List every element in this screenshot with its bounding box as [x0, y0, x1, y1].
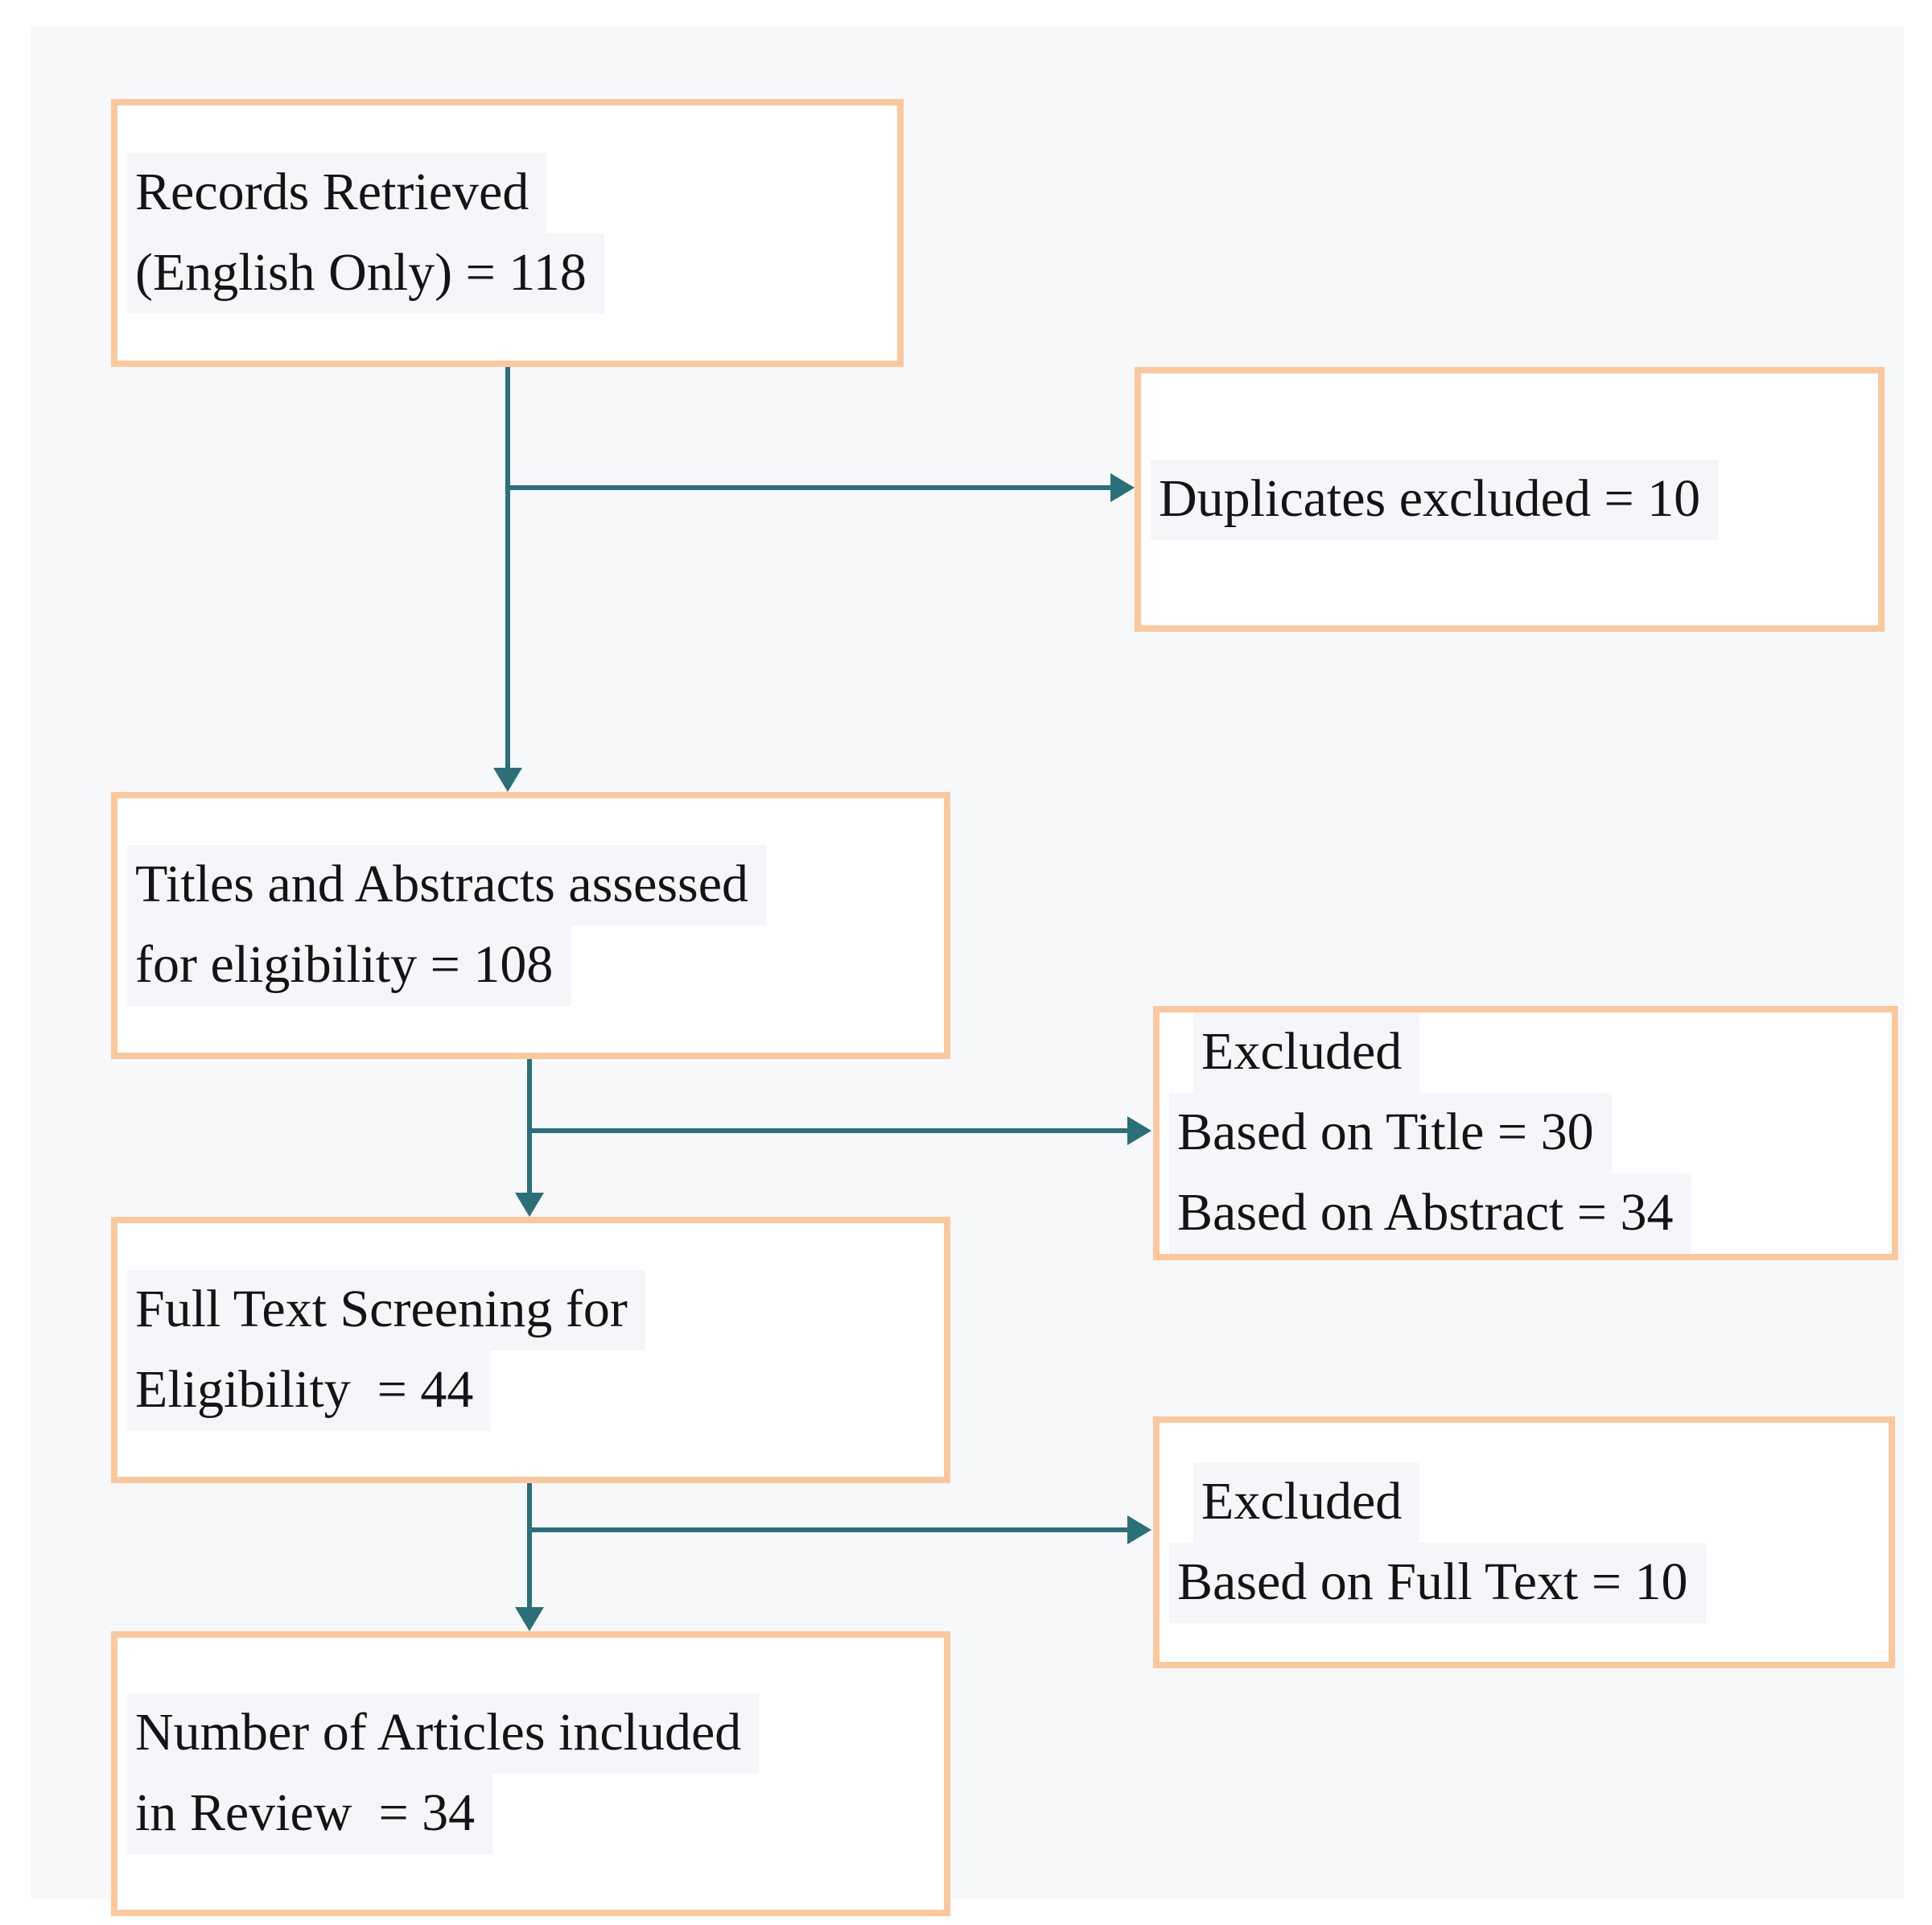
connector-branch-to-excluded-full-text-line: [529, 1527, 1129, 1532]
box-text-line: in Review = 34: [127, 1774, 493, 1854]
excluded-ta-line-3: Based on Abstract = 34: [1169, 1173, 1691, 1254]
arrowhead-down-to-included-icon: [515, 1607, 544, 1631]
box-text-line: Eligibility = 44: [127, 1350, 492, 1431]
connector-branch-to-duplicates-line: [508, 485, 1112, 490]
excluded-ta-line-1: Excluded: [1193, 1012, 1420, 1093]
box-text-line: Based on Title = 30: [1169, 1093, 1612, 1173]
records-line-2: (English Only) = 118: [127, 233, 604, 314]
diagram-canvas: Records Retrieved (English Only) = 118 D…: [31, 27, 1904, 1916]
excluded-full-text-box: Excluded Based on Full Text = 10: [1153, 1416, 1895, 1668]
included-line-1: Number of Articles included: [127, 1693, 760, 1774]
box-text-line: Titles and Abstracts assessed: [127, 845, 767, 925]
box-text-line: Excluded: [1169, 1012, 1420, 1093]
excluded-ta-line-2: Based on Title = 30: [1169, 1093, 1612, 1173]
titles-line-1: Titles and Abstracts assessed: [127, 845, 767, 925]
titles-line-2: for eligibility = 108: [127, 925, 571, 1006]
box-text-line: Records Retrieved: [127, 152, 547, 233]
connector-branch-to-excluded-title-abstract-line: [529, 1128, 1129, 1133]
box-text-line: Based on Abstract = 34: [1169, 1173, 1691, 1254]
arrowhead-down-to-titles-icon: [493, 768, 522, 792]
titles-abstracts-box: Titles and Abstracts assessed for eligib…: [111, 792, 950, 1059]
excluded-title-abstract-box: Excluded Based on Title = 30 Based on Ab…: [1153, 1006, 1898, 1260]
box-text-line: Full Text Screening for: [127, 1269, 645, 1350]
connector-fulltext-to-included-line: [527, 1483, 532, 1609]
fulltext-line-2: Eligibility = 44: [127, 1350, 492, 1431]
arrowhead-down-to-fulltext-icon: [515, 1193, 544, 1217]
articles-included-box: Number of Articles included in Review = …: [111, 1631, 950, 1916]
box-text-line: Excluded: [1169, 1461, 1420, 1543]
arrowhead-right-to-duplicates-icon: [1110, 473, 1135, 502]
box-text-line: Duplicates excluded = 10: [1151, 459, 1719, 540]
connector-titles-to-fulltext-line: [527, 1059, 532, 1194]
arrowhead-right-to-excluded-title-abstract-icon: [1127, 1116, 1151, 1145]
excluded-ft-line-1: Excluded: [1193, 1461, 1420, 1543]
connector-records-to-titles-line: [505, 367, 510, 769]
box-text-line: Number of Articles included: [127, 1693, 760, 1774]
box-text-line: for eligibility = 108: [127, 925, 571, 1006]
full-text-screening-box: Full Text Screening for Eligibility = 44: [111, 1217, 950, 1483]
box-text-line: (English Only) = 118: [127, 233, 604, 314]
box-text-line: Based on Full Text = 10: [1169, 1542, 1706, 1623]
excluded-ft-line-2: Based on Full Text = 10: [1169, 1542, 1706, 1623]
duplicates-line-1: Duplicates excluded = 10: [1151, 459, 1719, 540]
fulltext-line-1: Full Text Screening for: [127, 1269, 645, 1350]
records-retrieved-box: Records Retrieved (English Only) = 118: [111, 99, 904, 367]
records-line-1: Records Retrieved: [127, 152, 547, 233]
included-line-2: in Review = 34: [127, 1774, 493, 1854]
arrowhead-right-to-excluded-full-text-icon: [1127, 1515, 1151, 1544]
duplicates-excluded-box: Duplicates excluded = 10: [1135, 367, 1885, 632]
